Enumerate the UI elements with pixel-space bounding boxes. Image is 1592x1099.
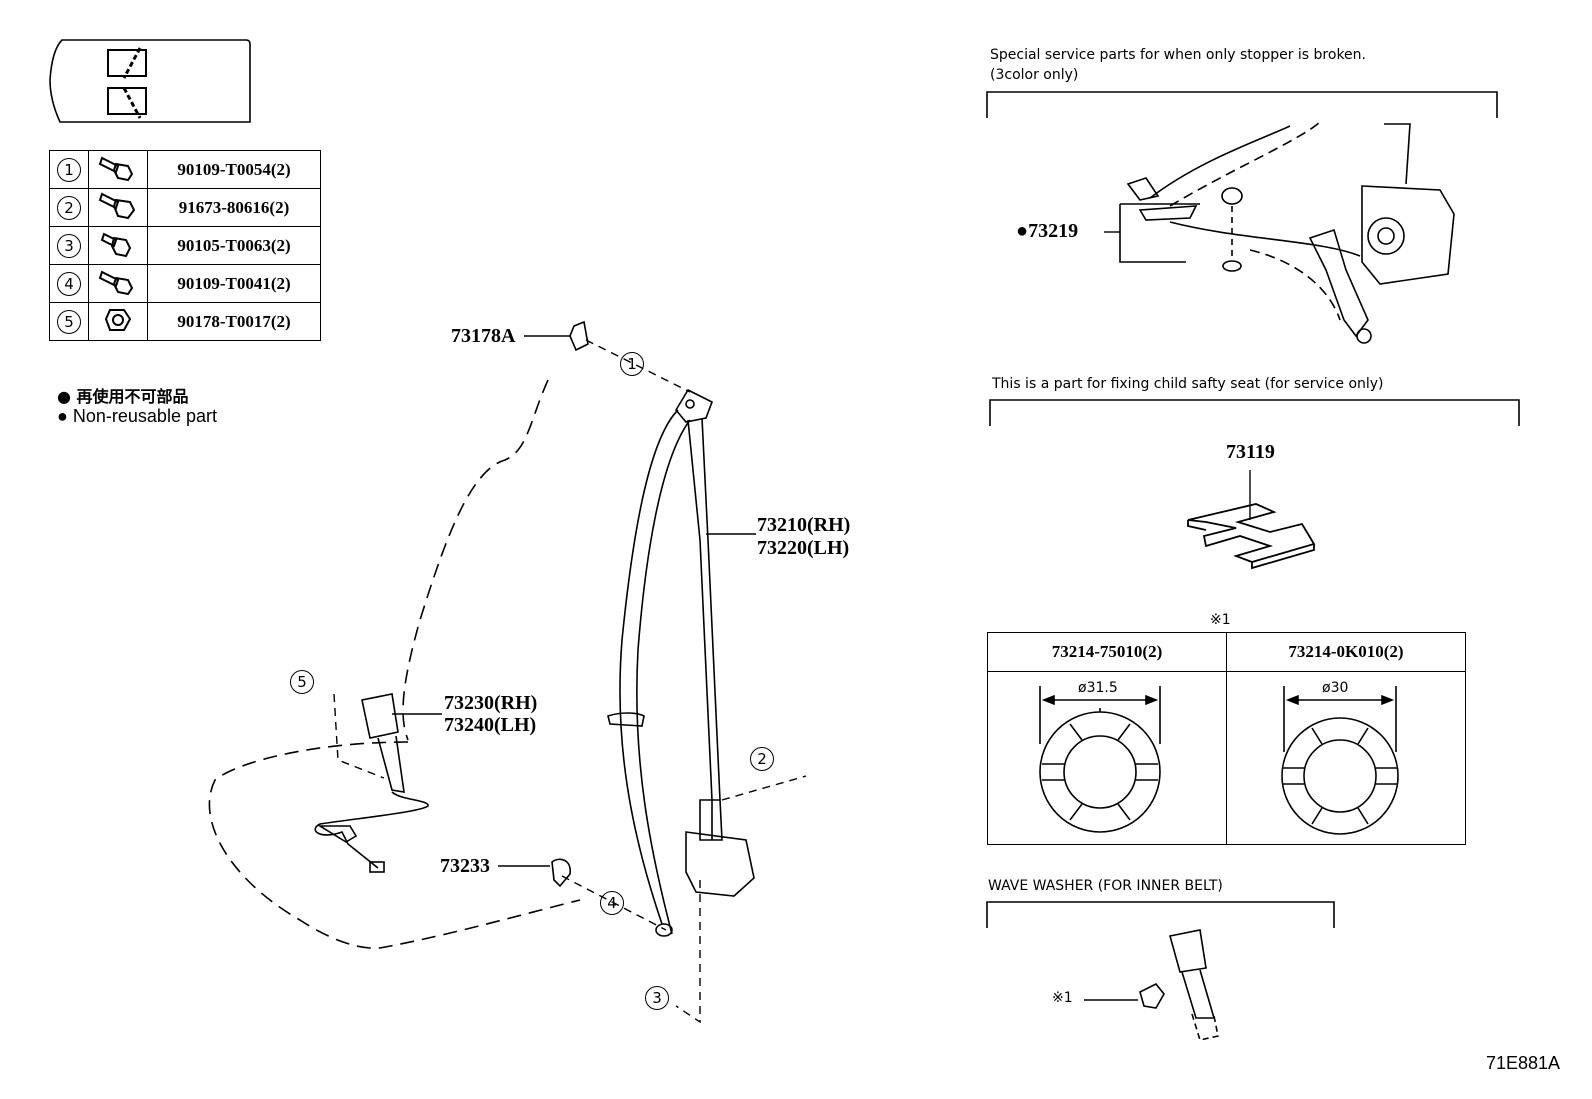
bolt-icon [98,192,136,220]
callout-number: 1 [57,157,81,182]
callout-number: 3 [57,233,81,258]
stopper-section-subtitle: (3color only) [990,67,1079,83]
child-seat-plate-illustration [1187,503,1316,570]
nut-icon [104,309,132,331]
part-label-clip: 73233 [440,855,490,877]
washer-col1-dimension: ø31.5 [1078,680,1118,696]
non-reusable-marker: ● [57,387,71,406]
callout-number: 4 [57,271,81,296]
bolt-icon [100,232,132,258]
stopper-section-title: Special service parts for when only stop… [990,47,1366,63]
bolt-icon [98,270,134,296]
table-row: 3 90105-T0063(2) [49,226,321,265]
table-row [987,671,1466,845]
part-label-belt-rh: 73210(RH) [757,514,851,536]
part-label-belt-lh: 73220(LH) [757,537,850,559]
table-row: 1 90109-T0054(2) [49,150,321,189]
callout-2: 2 [750,747,774,771]
seat-belt-assembly [314,320,755,937]
figure-code: 71E881A [1486,1053,1561,1073]
child-seat-section-title: This is a part for fixing child safty se… [992,376,1384,392]
callout-5: 5 [290,670,314,694]
callout-1: 1 [620,352,644,376]
table-row: 73214-75010(2) 73214-0K010(2) [987,632,1466,672]
part-number: 91673-80616(2) [147,188,321,227]
legend-jp: ● 再使用不可部品 [57,387,189,406]
part-label-child-seat-plate: 73119 [1226,441,1275,463]
part-label-stopper: ●73219 [1016,220,1079,242]
leader-lines [333,339,807,1024]
fastener-table: 1 90109-T0054(2) 2 91673-80616(2) 3 9010… [49,150,321,341]
wave-washer-illustration [1139,929,1219,1041]
callout-4: 4 [600,891,624,915]
seat-outline [208,379,581,950]
table-row: 5 90178-T0017(2) [49,302,321,341]
washer-col2-part: 73214-0K010(2) [1226,632,1466,672]
part-number: 90178-T0017(2) [147,302,321,341]
stopper-illustration [1119,121,1455,344]
washer-col2-dimension: ø30 [1322,680,1349,696]
callout-number: 5 [57,309,81,334]
washer-table: 73214-75010(2) 73214-0K010(2) [987,632,1466,845]
part-number: 90105-T0063(2) [147,226,321,265]
washer-mark: ※1 [1210,612,1231,628]
section-brackets [986,91,1520,928]
table-row: 4 90109-T0041(2) [49,264,321,303]
part-label-buckle-rh: 73230(RH) [444,692,538,714]
label-leaders [392,231,1251,1001]
wave-washer-mark: ※1 [1052,990,1073,1006]
part-number: 90109-T0041(2) [147,264,321,303]
callout-3: 3 [645,986,669,1010]
non-reusable-marker: ● [1016,220,1029,242]
part-label-anchor-cover: 73178A [451,325,516,347]
legend-en: ● Non-reusable part [57,406,217,426]
part-label-buckle-lh: 73240(LH) [444,714,537,736]
table-row: 2 91673-80616(2) [49,188,321,227]
part-number: 90109-T0054(2) [147,150,321,189]
callout-number: 2 [57,195,81,220]
wave-washer-section-title: WAVE WASHER (FOR INNER BELT) [988,878,1223,894]
washer-col1-part: 73214-75010(2) [987,632,1227,672]
bolt-icon [98,156,134,182]
vehicle-position-icon [49,39,251,123]
non-reusable-marker: ● [57,406,68,426]
